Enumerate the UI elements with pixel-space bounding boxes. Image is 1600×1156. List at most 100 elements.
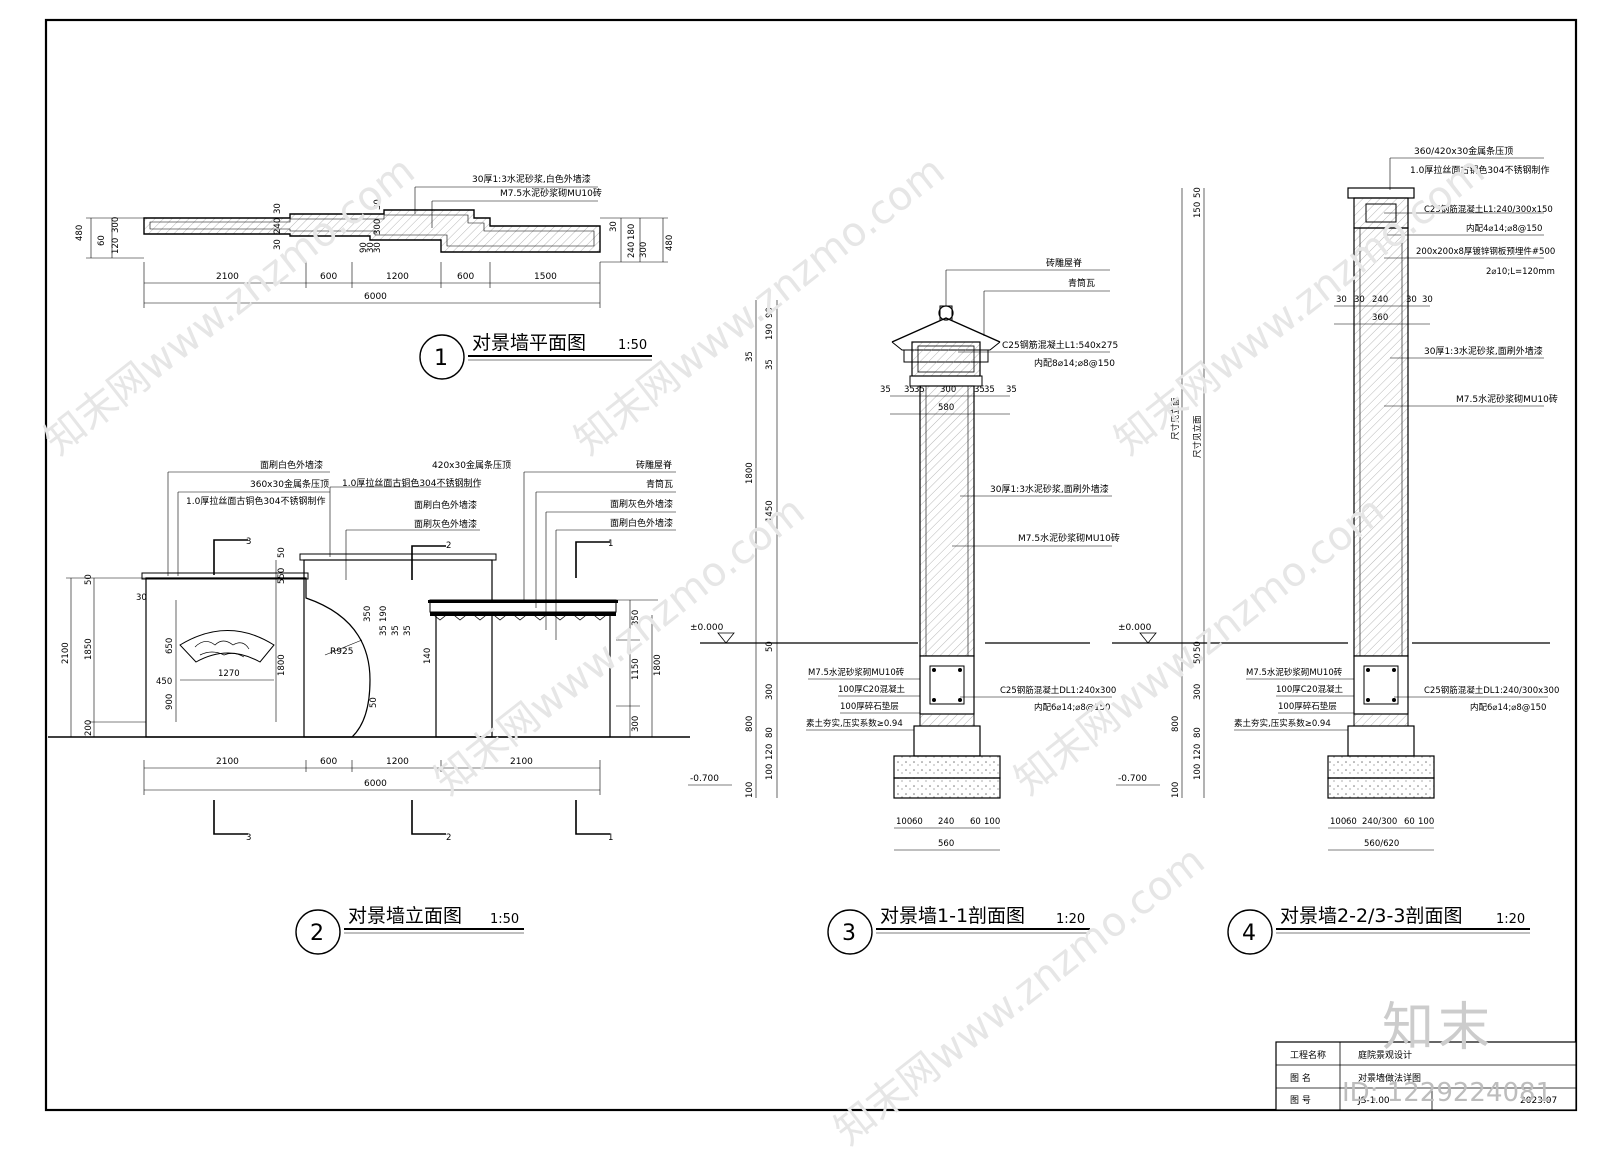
plan-note-1: 30厚1:3水泥砂浆,白色外墙漆 [472,173,591,185]
s1-note-rebar: 内配8⌀14;⌀8@150 [1034,357,1115,369]
elev-dim-2: 600 [320,757,337,767]
s2-ldim-5: 50 [1193,641,1203,652]
elev-hdim-2: 1850 [84,638,94,660]
s1-ldim-7: 50 [765,641,775,652]
elev-hdim-23: 300 [631,716,641,732]
section-1-1: ±0.000 -0.700 砖雕屋脊 青筒瓦 C25钢筋混凝土L1:540x27… [688,257,1120,955]
elev-dim-total: 6000 [364,779,387,789]
elev-hdim-18: 140 [423,648,433,664]
elev-hdim-21: 1150 [631,658,641,680]
s1-bdim-2: 60 [912,817,923,827]
s2-ldim-4: 尺寸见立面 [1192,415,1203,458]
s1-ldim-11: 120 [765,744,775,760]
elev-hdim-11: 50 [277,547,287,558]
s1-note-l1: M7.5水泥砂浆砌MU10砖 [808,667,905,678]
s2-note-l1: M7.5水泥砂浆砌MU10砖 [1246,667,1343,678]
elev-dim-3: 1200 [386,757,409,767]
s2-ldim-1: 50 [1193,187,1203,198]
s2-note-brick: M7.5水泥砂浆砌MU10砖 [1456,393,1558,405]
tb-label-name: 图 名 [1290,1072,1311,1084]
elev-hdim-7: 900 [165,694,175,710]
plan-scale: 1:50 [618,338,647,353]
s2-ldim-12: 100 [1171,782,1181,798]
tb-date: 2023.07 [1520,1096,1557,1106]
elev-hdim-13: 350 [363,606,373,622]
plan-dim-total: 6000 [364,292,387,302]
elev-cut-bot-2: 2 [446,833,451,843]
elev-note-m2: 1.0厚拉丝面古铜色304不锈钢制作 [342,477,482,489]
plan-sdim-12: 90 [359,242,369,253]
plan-dim-5: 1500 [534,272,557,282]
title-block: 工程名称 庭院景观设计 图 名 对景墙做法详图 图 号 JS-1.00 2023… [1275,1041,1577,1111]
s2-note-l3: 100厚碎石垫层 [1278,701,1337,712]
section2-number: 4 [1242,921,1256,946]
s2-note-mortar: 30厚1:3水泥砂浆,面刷外墙漆 [1424,345,1543,357]
elev-hdim-14: 190 [379,606,389,622]
s2-bdim-3: 240/300 [1362,817,1397,827]
s2-tdim-2: 30 [1354,295,1365,305]
elev-hdim-8: 1270 [218,669,240,679]
s2-level-0: ±0.000 [1118,623,1152,633]
elevation-scale: 1:50 [490,912,519,927]
elev-hdim-3: 200 [84,720,94,736]
s1-tdim-4: 300 [940,385,956,395]
plan-title: 对景墙平面图 [472,332,586,354]
plan-sdim-2: 60 [97,235,107,246]
elev-hdim-5: 650 [165,638,175,654]
plan-sdim-15: 300 [639,242,649,258]
s1-tdim-7: 35 [1006,385,1017,395]
s1-level-0: ±0.000 [690,623,724,633]
s2-tdim-6: 360 [1372,313,1388,323]
tb-label-number: 图 号 [1290,1095,1311,1106]
s2-tdim-5: 30 [1422,295,1433,305]
s2-bdim-6: 560/620 [1364,839,1399,849]
elev-note-m3: 面刷白色外墙漆 [414,499,477,511]
s1-note-tile: 青筒瓦 [1068,277,1095,289]
elev-note-r1: 砖雕屋脊 [636,459,672,471]
s2-ldim-3: 尺寸见立面 [1170,397,1181,440]
plan-sdim-17: 30 [609,221,619,232]
elev-hdim-10: 550 [277,568,287,584]
elev-hdim-20: 350 [631,610,641,626]
s2-ldim-8: 800 [1171,716,1181,732]
s2-ldim-11: 100 [1193,764,1203,780]
s1-bdim-6: 560 [938,839,954,849]
s1-note-beam: C25钢筋混凝土L1:540x275 [1002,339,1118,351]
plan-sdim-10: 30 [373,242,383,253]
elev-hdim-9: 1800 [277,654,287,676]
elev-hdim-16: 35 [391,625,401,636]
s1-ldim-13: 100 [745,782,755,798]
plan-sdim-4: 120 [111,238,121,254]
plan-sdim-6: 240 [273,218,283,234]
plan-sdim-3: 300 [111,217,121,233]
s1-ldim-2: 190 [765,324,775,340]
s1-level-1: -0.700 [690,774,719,784]
elev-hdim-22: 1800 [653,654,663,676]
plan-sdim-8: 30 [373,199,383,210]
s2-bdim-2: 60 [1346,817,1357,827]
section1-scale: 1:20 [1056,912,1085,927]
plan-number: 1 [434,346,448,371]
elev-note-r3: 面刷灰色外墙漆 [610,498,673,510]
s2-note-t5: 200x200x8厚镀锌钢板预埋件#500 [1416,246,1555,257]
section-2-2: ±0.000 -0.700 360/420x30金属条压顶 1.0厚拉丝面古铜色… [1112,145,1559,955]
s1-note-mortar: 30厚1:3水泥砂浆,面刷外墙漆 [990,483,1109,495]
s2-tdim-4: 30 [1406,295,1417,305]
s1-ldim-1: 90 [765,307,775,318]
s1-note-l2: 100厚C20混凝土 [838,684,905,695]
elev-note-m4: 面刷灰色外墙漆 [414,518,477,530]
s1-ldim-3: 35 [745,351,755,362]
s2-note-t3: C25钢筋混凝土L1:240/300x150 [1424,204,1553,215]
elev-hdim-1: 2100 [61,642,71,664]
elev-hdim-4: 50 [84,574,94,585]
s1-tdim-8: 580 [938,403,954,413]
plan-dim-3: 1200 [386,272,409,282]
section2-number-circle [1227,909,1273,955]
elev-cut-top-2: 2 [446,541,451,551]
s1-bdim-1: 100 [896,817,912,827]
elev-hdim-24: 30 [136,593,147,603]
s1-ldim-6: 1450 [765,500,775,522]
plan-note-2: M7.5水泥砂浆砌MU10砖 [500,187,602,199]
s1-note-l3: 100厚碎石垫层 [840,701,899,712]
plan-sdim-7: 30 [273,239,283,250]
